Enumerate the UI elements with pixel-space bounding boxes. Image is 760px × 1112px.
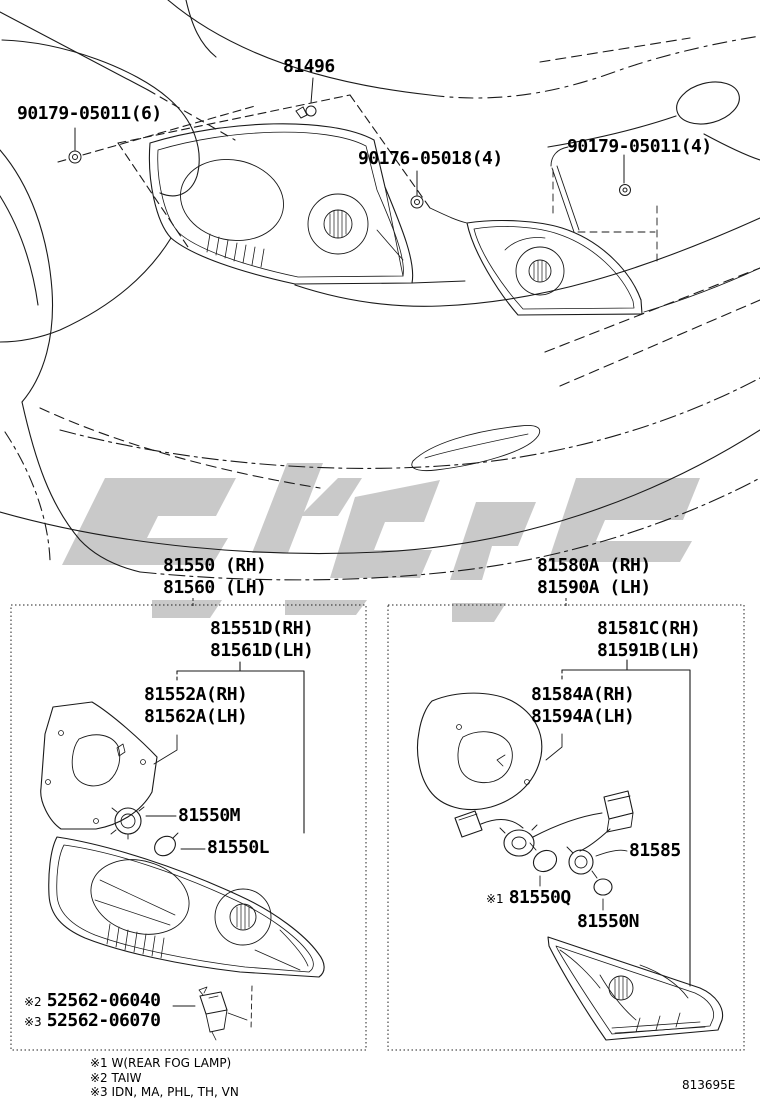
outer-title-rh: 81550 (RH) (163, 555, 267, 576)
label-nut-left: 90179-05011(6) (17, 103, 162, 124)
label-screw-right: 90179-05011(4) (567, 136, 712, 157)
outer-title-lh: 81560 (LH) (163, 577, 267, 598)
connector-icon (603, 790, 634, 820)
inner-lamp-detail-art (416, 659, 724, 1041)
inner-lamp-box (387, 604, 745, 1051)
label-outer-assembly-title: 81550 (RH) 81560 (LH) (163, 555, 267, 599)
bulb-icon (154, 835, 176, 857)
footnote-ref-1: ※1 (486, 892, 504, 906)
outer-body-rh: 81551D(RH) (210, 618, 314, 639)
clip-81496-icon (305, 105, 317, 117)
outer-lamp-box (10, 604, 367, 1051)
footnotes: ※1 W(REAR FOG LAMP) ※2 TAIW ※3 IDN, MA, … (90, 1056, 239, 1100)
clip-part-2: 52562-06070 (46, 1010, 161, 1031)
inner-gasket-rh: 81584A(RH) (531, 684, 635, 705)
inner-gasket-lh: 81594A(LH) (531, 706, 635, 727)
footnote-ref-3: ※3 (24, 1015, 42, 1029)
bumper-art (0, 217, 760, 581)
clip-part-1: 52562-06040 (46, 990, 161, 1011)
doc-code: 813695E (682, 1078, 736, 1092)
label-inner-lamp-body: 81581C(RH) 81591B(LH) (597, 618, 701, 662)
label-inner-bulb: 81550N (577, 911, 640, 932)
inner-lamp-top-art (466, 169, 760, 316)
nut-icon (72, 154, 78, 160)
label-clip-row-1: ※2 52562-06040 (24, 990, 161, 1011)
socket-icon (568, 849, 594, 875)
footnote-3: ※3 IDN, MA, PHL, TH, VN (90, 1085, 239, 1100)
label-inner-socket: ※1 81550Q (486, 888, 571, 908)
outer-gasket-rh: 81552A(RH) (144, 684, 248, 705)
outer-body-lh: 81561D(LH) (210, 640, 314, 661)
label-harness: 81585 (629, 840, 681, 861)
label-clip-81496: 81496 (283, 56, 335, 77)
screw-icon (622, 187, 628, 193)
detail-boxes (10, 598, 745, 1051)
car-body-art (0, 0, 760, 573)
inner-body-rh: 81581C(RH) (597, 618, 701, 639)
footnote-2: ※2 TAIW (90, 1070, 142, 1085)
inner-body-lh: 81591B(LH) (597, 640, 701, 661)
socket-icon (114, 807, 142, 835)
bulb-icon (593, 878, 613, 896)
socket-icon (503, 829, 535, 857)
inner-socket-part: 81550Q (508, 887, 572, 908)
label-inner-gasket: 81584A(RH) 81594A(LH) (531, 684, 635, 728)
connector-icon (454, 810, 483, 838)
footnote-ref-2: ※2 (24, 995, 42, 1009)
outer-lamp-detail-art (40, 661, 325, 1041)
screw-icon (414, 199, 420, 205)
retainer-clip-icon (199, 991, 228, 1015)
label-outer-socket: 81550M (178, 805, 241, 826)
inner-title-rh: 81580A (RH) (537, 555, 651, 576)
label-screw-center: 90176-05018(4) (358, 148, 503, 169)
label-outer-lamp-body: 81551D(RH) 81561D(LH) (210, 618, 314, 662)
bulb-icon (532, 849, 558, 873)
label-clip-row-2: ※3 52562-06070 (24, 1010, 161, 1031)
inner-title-lh: 81590A (LH) (537, 577, 651, 598)
label-inner-assembly-title: 81580A (RH) 81590A (LH) (537, 555, 651, 599)
label-outer-gasket: 81552A(RH) 81562A(LH) (144, 684, 248, 728)
label-outer-bulb: 81550L (207, 837, 270, 858)
outer-gasket-lh: 81562A(LH) (144, 706, 248, 727)
clip-81496-icon (295, 106, 308, 119)
footnote-1: ※1 W(REAR FOG LAMP) (90, 1056, 232, 1070)
fastener-leaders (68, 77, 631, 209)
